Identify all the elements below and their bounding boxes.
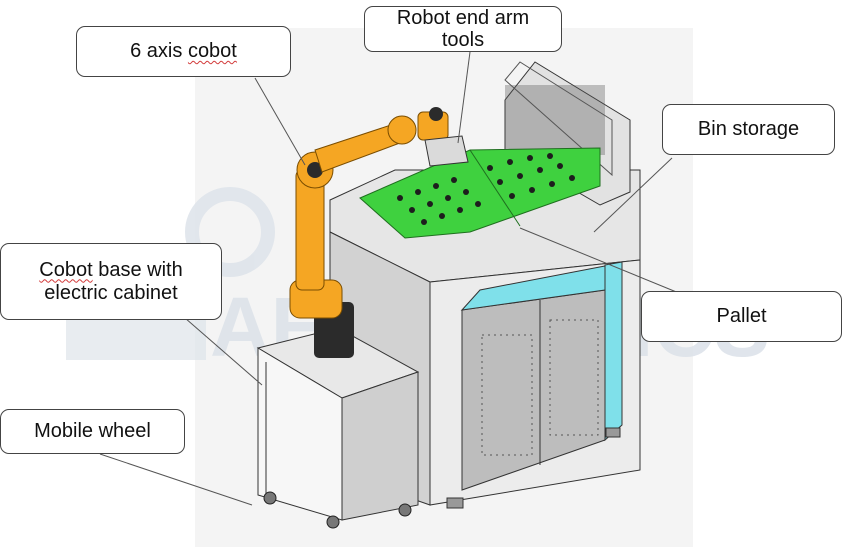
leader-cobot-base bbox=[184, 317, 263, 386]
door-perforations bbox=[481, 319, 599, 456]
callout-end-arm-tools: Robot end arm tools bbox=[364, 6, 562, 52]
leader-mobile-wheel bbox=[99, 453, 253, 506]
callout-end-arm-tools-line1: Robot end arm bbox=[396, 7, 530, 29]
callout-six-axis-cobot: 6 axis cobot bbox=[76, 26, 291, 77]
robot-arm bbox=[289, 107, 469, 358]
callout-six-axis-cobot-text: 6 axis bbox=[130, 40, 188, 62]
callout-pallet: Pallet bbox=[641, 291, 842, 342]
callout-leaders bbox=[99, 51, 697, 506]
callout-cobot-base-marked: Cobot bbox=[39, 258, 93, 281]
callout-mobile-wheel: Mobile wheel bbox=[0, 409, 185, 454]
machine-feet bbox=[446, 427, 621, 509]
callout-pallet-text: Pallet bbox=[716, 305, 767, 327]
leader-pallet bbox=[519, 227, 697, 301]
cabinet-door-right bbox=[460, 261, 623, 491]
callout-cobot-base-line1: base with bbox=[92, 258, 183, 281]
leader-six-axis-cobot bbox=[254, 77, 306, 166]
callout-end-arm-tools-line2: tools bbox=[441, 29, 485, 51]
callout-mobile-wheel-text: Mobile wheel bbox=[34, 420, 151, 442]
callout-cobot-base: Cobot base with electric cabinet bbox=[0, 243, 222, 320]
callout-six-axis-cobot-marked: cobot bbox=[187, 40, 237, 62]
callout-bin-storage-text: Bin storage bbox=[697, 118, 800, 140]
pallet-bins bbox=[397, 153, 575, 225]
back-vent-grill bbox=[505, 85, 605, 155]
cobot-base-cabinet bbox=[256, 327, 420, 521]
mobile-wheels bbox=[263, 491, 412, 529]
leader-bin-storage bbox=[593, 157, 673, 233]
callout-cobot-base-line2: electric cabinet bbox=[44, 281, 178, 304]
leader-end-arm-tools bbox=[457, 51, 471, 144]
callout-bin-storage: Bin storage bbox=[662, 104, 835, 155]
